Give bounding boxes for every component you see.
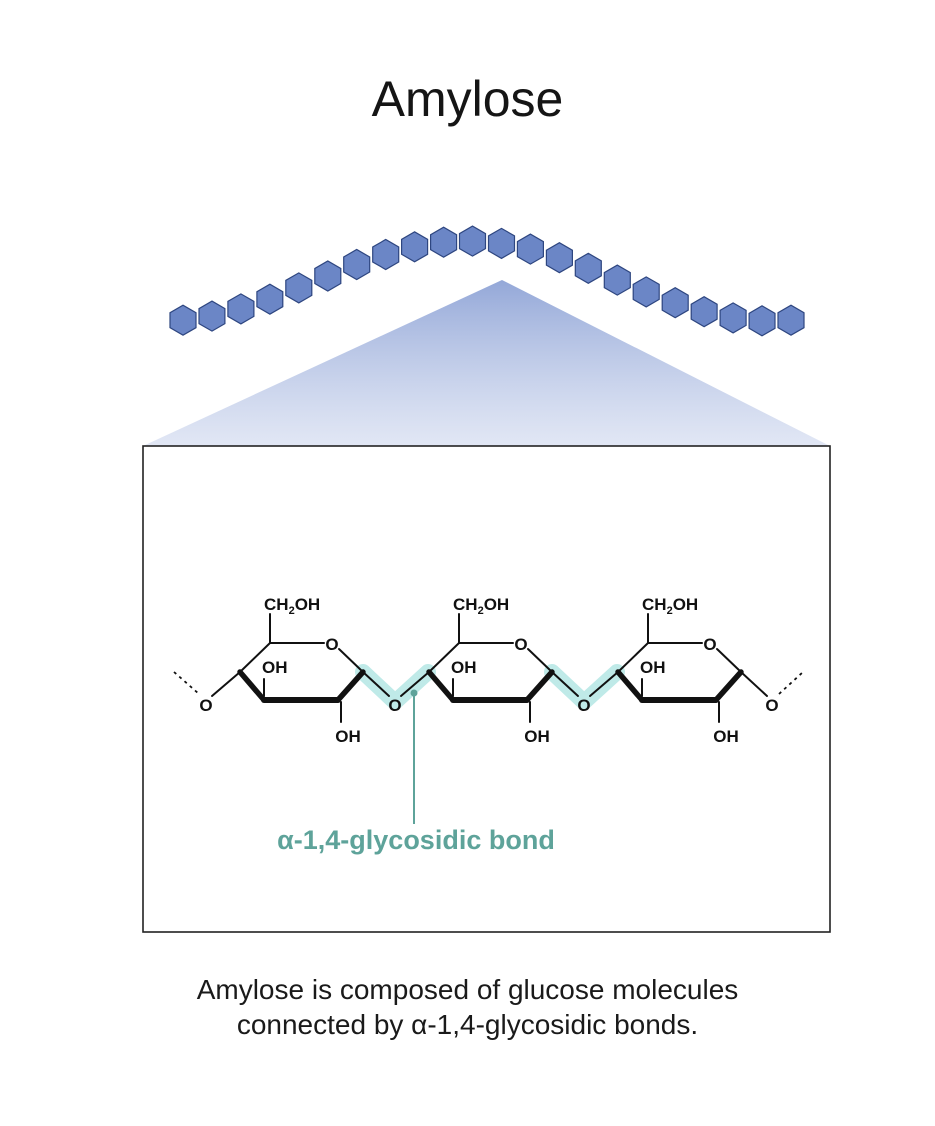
glucose-unit-hexagon (777, 304, 805, 336)
glycosidic-bond (740, 671, 768, 697)
ring-bond (239, 642, 271, 673)
glucose-unit-hexagon (487, 227, 516, 260)
glycosidic-bond (551, 671, 579, 697)
glycosidic-oxygen-label: O (388, 696, 401, 715)
ring-bond (527, 648, 553, 673)
glycosidic-bond (362, 671, 390, 697)
glucose-unit-hexagon (574, 252, 602, 284)
hydroxyl-label: OH (335, 727, 361, 746)
bond-pointer-dot (410, 689, 418, 697)
ring-bond-wedge (335, 669, 366, 703)
caption-line-1: Amylose is composed of glucose molecules (196, 974, 739, 1005)
ring-oxygen-label: O (514, 635, 527, 654)
glucose-unit-hexagon (690, 296, 718, 328)
glucose-unit-hexagon (401, 231, 429, 263)
ch2oh-label: CH2OH (642, 595, 698, 617)
glucose-unit-hexagon (430, 226, 458, 258)
ring-bond-wedge (524, 669, 555, 703)
glycosidic-bond (211, 671, 241, 697)
glycosidic-bond (400, 671, 430, 697)
zoom-wedge (143, 280, 830, 446)
glucose-unit-hexagon (285, 272, 313, 304)
glucose-unit-hexagon (516, 233, 545, 265)
glucose-unit-hexagon (748, 305, 776, 337)
glucose-unit-hexagon (545, 242, 574, 274)
ring-oxygen-label: O (325, 635, 338, 654)
glycosidic-bond (589, 671, 619, 697)
amylose-chain (169, 225, 805, 337)
ring-bond-wedge (615, 669, 645, 703)
ring-bond (716, 648, 742, 673)
glucose-unit-hexagon (458, 225, 487, 257)
ring-bond (428, 642, 460, 673)
glucose-unit-hexagon (227, 293, 255, 325)
glucose-unit-hexagon (169, 304, 197, 336)
glycosidic-oxygen-label: O (765, 696, 778, 715)
ring-bond-wedge (237, 669, 267, 703)
ring-bond (338, 648, 364, 673)
glucose-unit-hexagon (719, 302, 747, 334)
hydroxyl-label: OH (262, 658, 288, 677)
glycosidic-oxygen-label: O (199, 696, 212, 715)
ch2oh-label: CH2OH (453, 595, 509, 617)
ch2oh-label: CH2OH (264, 595, 320, 617)
glucose-unit-hexagon (372, 238, 400, 271)
chain-continuation-right (778, 671, 804, 695)
chain-continuation-left (173, 671, 200, 695)
hydroxyl-label: OH (451, 658, 477, 677)
caption: Amylose is composed of glucose molecules… (0, 972, 935, 1042)
hydroxyl-label: OH (713, 727, 739, 746)
ring-oxygen-label: O (703, 635, 716, 654)
hydroxyl-label: OH (524, 727, 550, 746)
glucose-unit-hexagon (603, 264, 631, 296)
ring-bond-wedge (713, 669, 744, 703)
glucose-unit-hexagon (632, 276, 660, 308)
hydroxyl-label: OH (640, 658, 666, 677)
caption-line-2: connected by α-1,4-glycosidic bonds. (236, 1009, 699, 1040)
glucose-unit-hexagon (256, 283, 284, 315)
ring-bond (617, 642, 649, 673)
glucose-unit-hexagon (198, 300, 226, 332)
glucose-unit-hexagon (661, 287, 689, 319)
glucose-unit-hexagon (343, 248, 371, 281)
ring-bond-wedge (426, 669, 456, 703)
glucose-unit-hexagon (314, 260, 342, 292)
glucose-structure: CH2OH O OH OH CH2OH O OH OH CH2OH O OH OH O O O O (173, 595, 804, 746)
bond-label: α-1,4-glycosidic bond (277, 825, 555, 855)
glycosidic-oxygen-label: O (577, 696, 590, 715)
diagram-title: Amylose (371, 71, 564, 127)
